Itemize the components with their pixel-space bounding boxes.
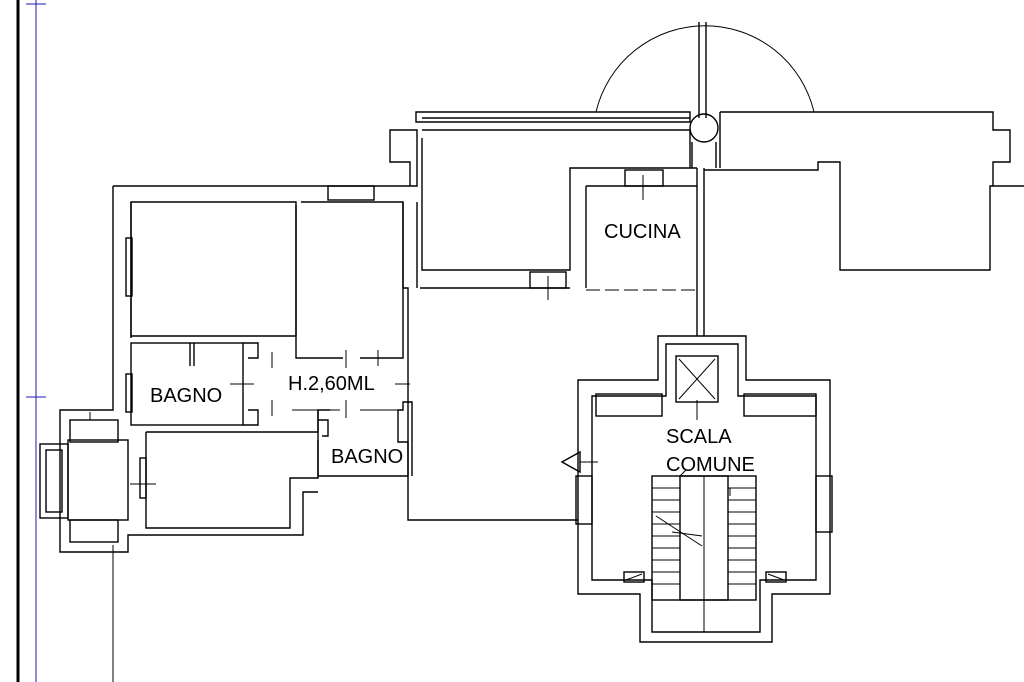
- label-bagno-center: BAGNO: [331, 446, 403, 468]
- label-scala: SCALA: [666, 426, 732, 448]
- balcony-arc: [595, 22, 815, 168]
- label-bagno-left: BAGNO: [150, 385, 222, 407]
- label-cucina: CUCINA: [604, 221, 681, 243]
- stairwell: [560, 335, 833, 643]
- label-height-note: H.2,60ML: [288, 373, 375, 395]
- left-rooms: [125, 237, 413, 529]
- apartment-outer-walls: [59, 111, 1024, 553]
- drawing-frame: [16, 0, 114, 682]
- terrace-unit: [39, 412, 129, 543]
- label-comune: COMUNE: [666, 454, 755, 476]
